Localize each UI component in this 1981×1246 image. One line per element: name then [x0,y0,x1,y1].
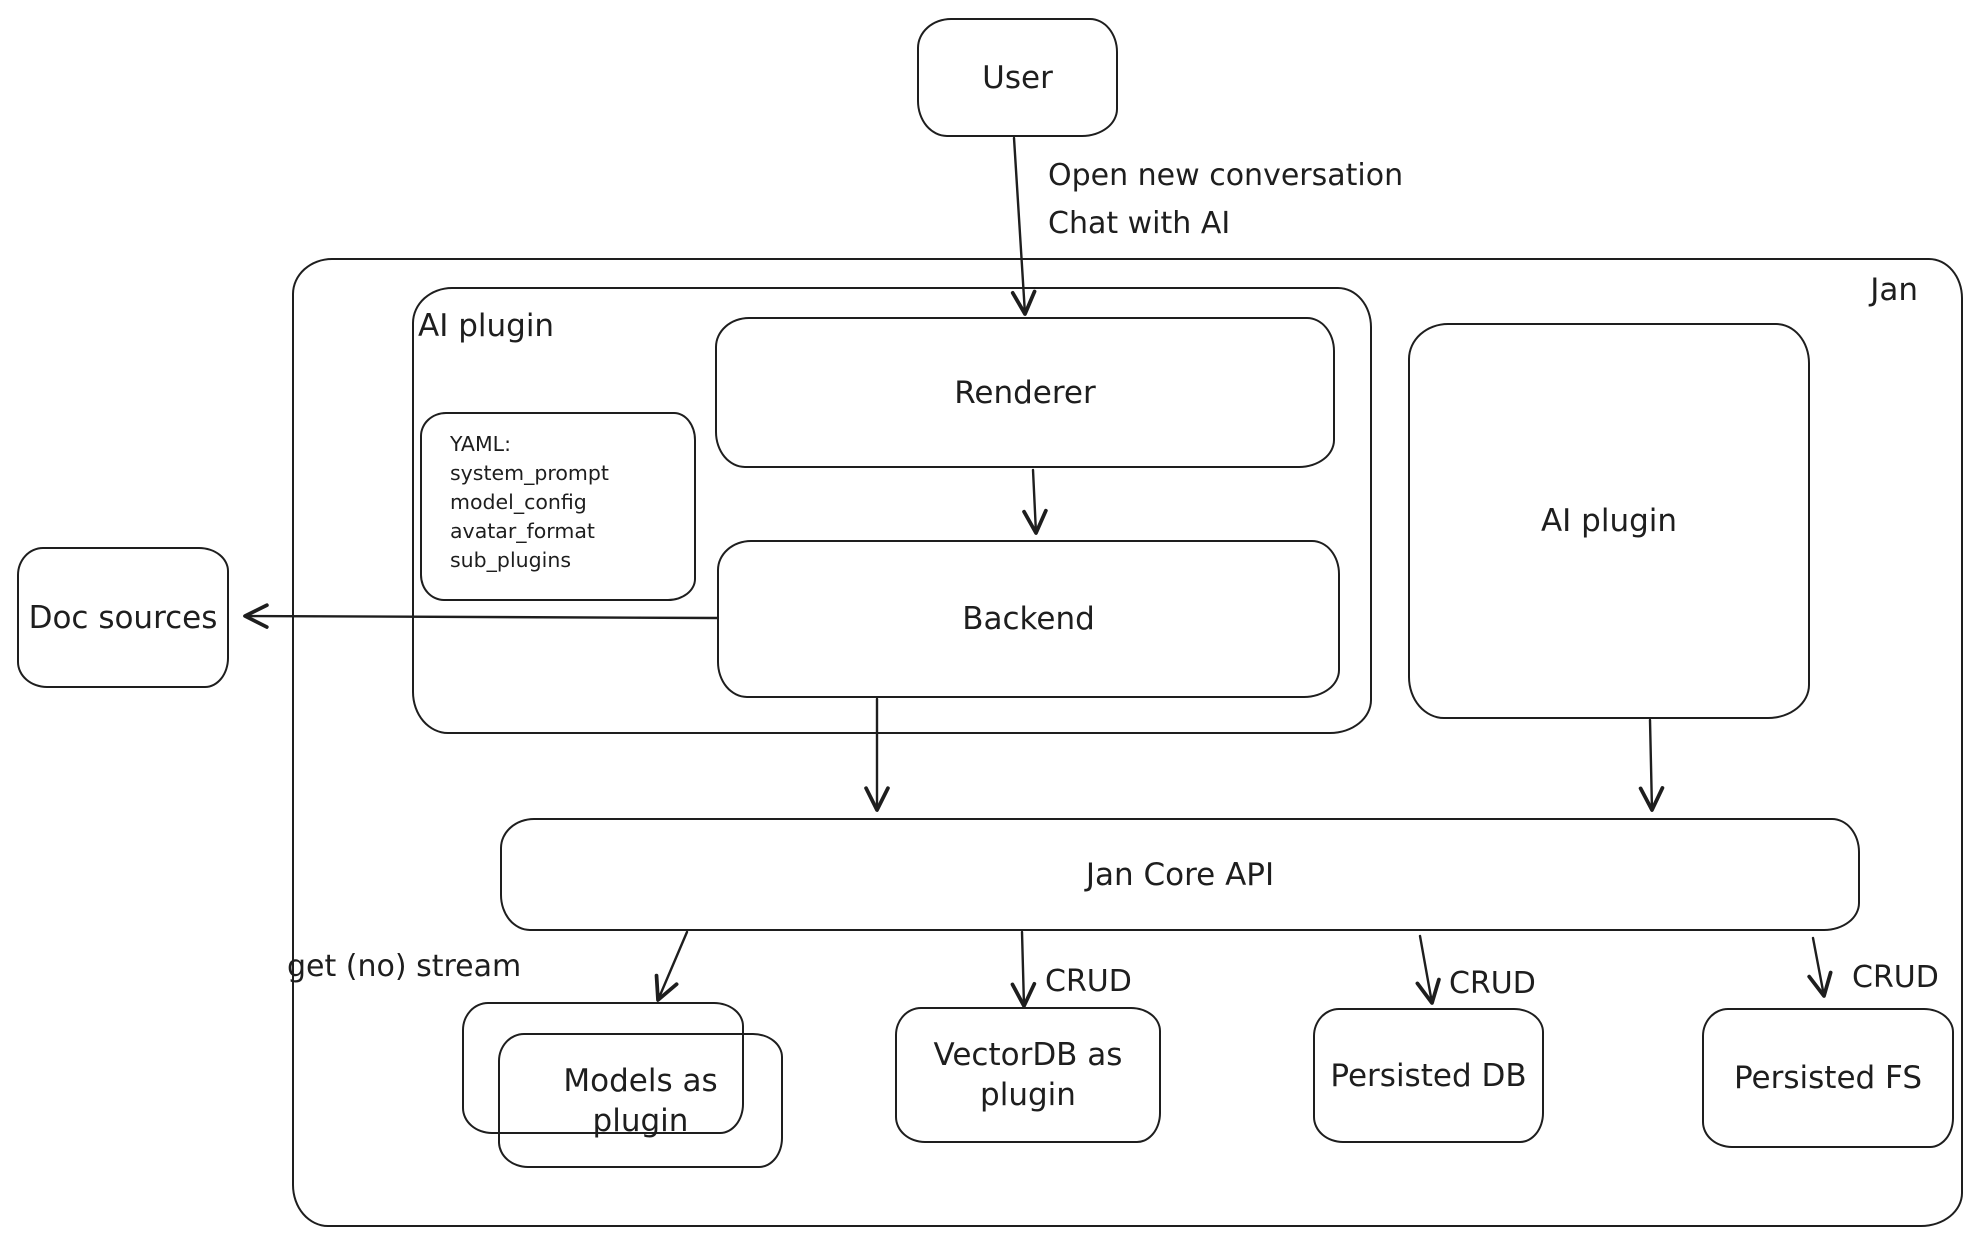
node-persisted-db: Persisted DB [1313,1008,1544,1143]
vectordb-label-line2: plugin [980,1077,1076,1113]
node-ai-plugin-right-label: AI plugin [1540,503,1678,539]
node-persisted-fs-label: Persisted FS [1733,1060,1923,1096]
node-user: User [917,18,1118,137]
node-doc-sources: Doc sources [17,547,229,688]
yaml-line: YAML: [450,432,511,456]
edge-label-user-to-renderer: Open new conversation Chat with AI [1048,152,1403,248]
node-doc-sources-label: Doc sources [28,599,218,636]
container-ai-plugin [412,287,1372,734]
node-backend-label: Backend [962,601,1095,637]
models-label-line1: Models as [563,1062,718,1099]
edge-label-crud-persisted-db: CRUD [1449,966,1536,1001]
node-ai-plugin-right: AI plugin [1408,323,1810,719]
node-persisted-db-label: Persisted DB [1330,1057,1527,1094]
node-backend: Backend [717,540,1340,698]
yaml-line: system_prompt [450,461,609,485]
node-user-label: User [982,59,1053,96]
yaml-line: avatar_format [450,519,595,543]
edge-label-crud-vectordb: CRUD [1045,964,1132,999]
node-models-plugin-label: Models as plugin [563,1061,717,1141]
node-jan-core-api: Jan Core API [500,818,1860,931]
container-ai-plugin-label: AI plugin [418,308,555,344]
node-renderer: Renderer [715,317,1335,468]
yaml-line: sub_plugins [450,548,572,572]
node-models-plugin-back [462,1002,744,1134]
edge-label-get-no-stream: get (no) stream [287,949,522,984]
node-renderer-label: Renderer [954,374,1096,411]
node-vectordb-plugin-label: VectorDB as plugin [934,1035,1123,1115]
models-label-line2: plugin [592,1102,689,1139]
edge-label-line1: Open new conversation [1048,158,1404,193]
node-vectordb-plugin: VectorDB as plugin [895,1007,1161,1143]
container-jan [292,258,1963,1227]
edge-label-crud-persisted-fs: CRUD [1852,960,1939,995]
node-persisted-fs: Persisted FS [1702,1008,1954,1148]
node-models-plugin: Models as plugin [498,1033,783,1168]
yaml-line: model_config [450,490,587,514]
vectordb-label-line1: VectorDB as [933,1037,1123,1073]
node-jan-core-api-label: Jan Core API [1085,856,1275,893]
container-jan-label: Jan [1870,272,1918,308]
edge-label-line2: Chat with AI [1048,206,1231,241]
note-yaml-config: YAML: system_prompt model_config avatar_… [420,412,696,601]
